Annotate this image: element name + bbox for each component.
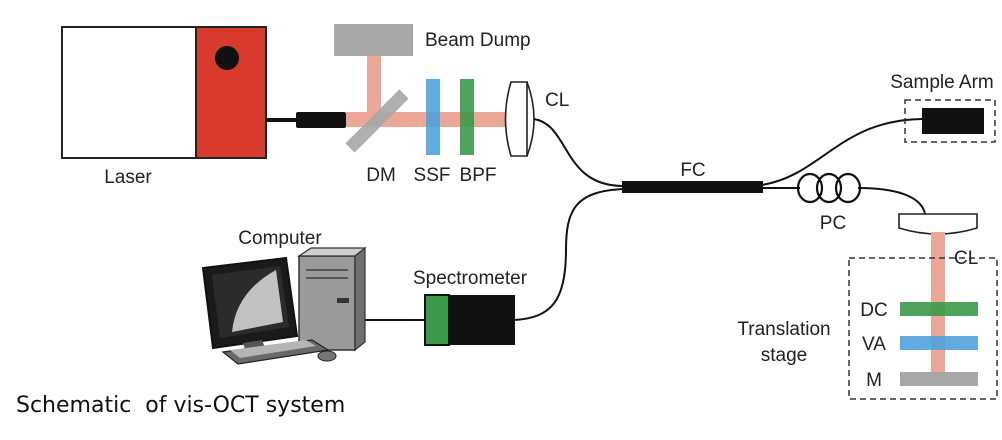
collimating-lens-reference <box>898 213 978 235</box>
polarization-controller <box>796 172 862 204</box>
translation-stage-box <box>848 257 998 400</box>
fc-label: FC <box>680 160 705 181</box>
reference-mirror <box>900 372 978 386</box>
fiber-to-spectrometer <box>513 188 625 321</box>
m-label: M <box>866 370 882 391</box>
spectrometer-label: Spectrometer <box>413 268 528 289</box>
fiber-collimator <box>296 112 346 128</box>
variable-attenuator <box>900 336 978 350</box>
laser-emitter-panel <box>195 26 267 159</box>
fiber-to-reference-arm <box>857 187 926 215</box>
dispersion-compensator <box>900 302 978 316</box>
translation-stage-label-line1: Translation <box>737 319 830 340</box>
monitor-screen-glare <box>232 270 283 332</box>
figure-caption: Schematic of vis-OCT system <box>16 393 345 418</box>
fiber-source-in <box>533 118 623 187</box>
bpf-label: BPF <box>460 165 497 186</box>
dc-label: DC <box>860 300 887 321</box>
sample-arm-probe <box>922 108 984 134</box>
cl-reference-label: CL <box>954 248 978 269</box>
dichroic-mirror <box>345 89 409 153</box>
laser-housing <box>61 26 197 159</box>
laser <box>61 26 346 159</box>
fiber-to-sample-arm <box>761 118 923 186</box>
sample-arm-label: Sample Arm <box>890 72 993 93</box>
va-label: VA <box>862 334 886 355</box>
fiber-coupler <box>622 181 763 193</box>
beam-dump-label: Beam Dump <box>425 30 531 51</box>
laser-label: Laser <box>104 167 152 188</box>
computer-label: Computer <box>238 228 322 249</box>
ssf-filter <box>426 79 440 155</box>
dm-label: DM <box>366 165 396 186</box>
translation-stage-label-line2: stage <box>761 345 807 366</box>
translation-stage <box>848 257 998 400</box>
optical-fibers <box>339 118 926 321</box>
beam-dump <box>334 24 413 56</box>
sample-arm <box>904 99 996 143</box>
ssf-label: SSF <box>414 165 451 186</box>
cl-top-label: CL <box>545 90 569 111</box>
pc-label: PC <box>820 213 846 234</box>
computer-icon <box>201 246 367 365</box>
spectrometer <box>424 294 515 346</box>
reflected-beam <box>367 55 381 119</box>
collimating-lens-top <box>504 81 535 157</box>
bpf-filter <box>460 79 474 155</box>
sample-arm-box <box>904 99 996 143</box>
laser-indicator-dot <box>215 46 239 70</box>
computer-mouse <box>317 350 337 362</box>
